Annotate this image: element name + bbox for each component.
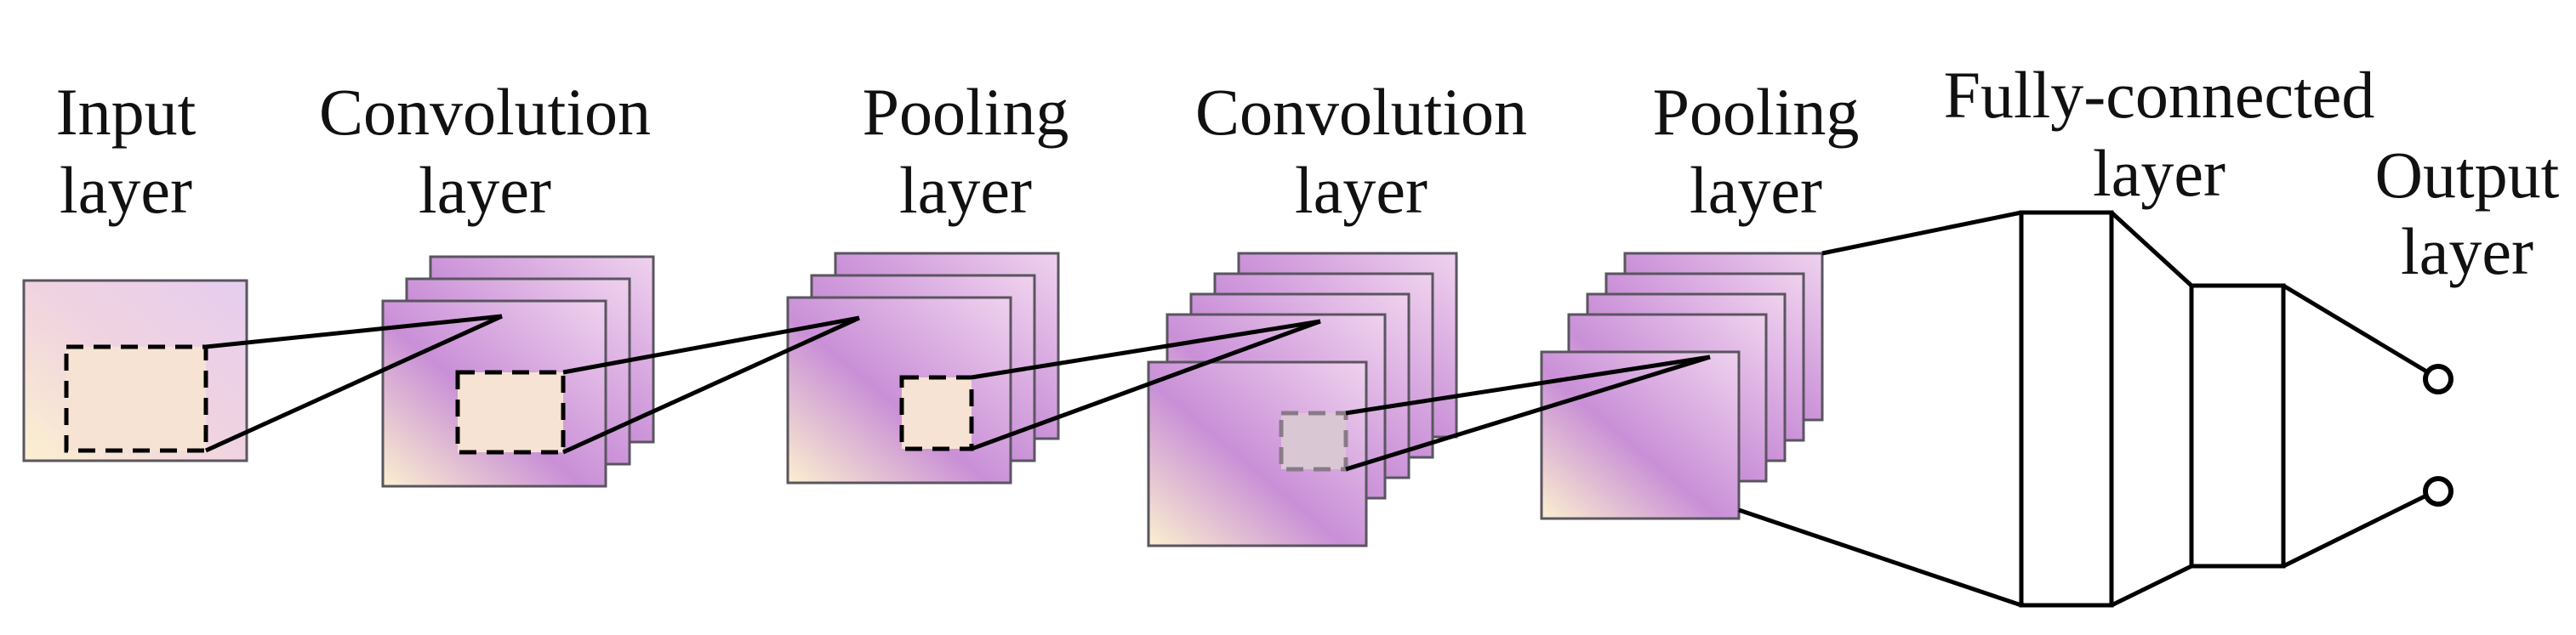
proj-conv1-pool1-bottom bbox=[561, 315, 861, 455]
output-layer bbox=[2282, 283, 2453, 569]
pool1-feature-maps bbox=[786, 252, 1060, 485]
fc-block-1 bbox=[2019, 210, 2114, 608]
output-node-1 bbox=[2423, 364, 2453, 394]
output-node-2 bbox=[2423, 476, 2453, 507]
fc-label-line1: Fully-connected bbox=[1944, 58, 2375, 132]
conv1-feature-maps bbox=[381, 255, 655, 488]
pool1-receptive-window bbox=[899, 375, 974, 451]
proj-pool1-conv2-top bbox=[971, 319, 1321, 380]
pool1-label-line1: Pooling bbox=[863, 75, 1069, 149]
pool2-feature-maps bbox=[1540, 252, 1824, 520]
input-layer-label: Input layer bbox=[56, 75, 197, 227]
pool2-label-line2: layer bbox=[1690, 153, 1822, 227]
output-layer-label: Output layer bbox=[2375, 138, 2560, 288]
conv1-receptive-window bbox=[455, 370, 566, 455]
input-layer bbox=[22, 279, 248, 462]
input-receptive-window bbox=[64, 344, 208, 453]
output-label-line2: layer bbox=[2401, 214, 2533, 288]
pool1-label-line2: layer bbox=[899, 153, 1032, 227]
output-top-line bbox=[2282, 283, 2430, 375]
proj-pool1-conv2-bottom bbox=[971, 319, 1321, 451]
proj-conv1-pool1-top bbox=[562, 315, 860, 375]
fc-in-top-line bbox=[1821, 210, 2022, 256]
pool2-label-line1: Pooling bbox=[1653, 75, 1860, 149]
conv1-label-line2: layer bbox=[419, 153, 551, 227]
pool1-layer-label: Pooling layer bbox=[863, 75, 1069, 227]
fc-link-top-line bbox=[2110, 211, 2193, 287]
proj-conv2-pool2-bottom bbox=[1345, 354, 1711, 472]
fc-in-bottom-line bbox=[1738, 507, 2022, 608]
fc-link-bottom-line bbox=[2110, 564, 2193, 608]
conv2-layer-label: Convolution layer bbox=[1195, 75, 1527, 227]
proj-conv2-pool2-top bbox=[1345, 354, 1711, 416]
output-bottom-line bbox=[2282, 492, 2430, 569]
pool2-layer-label: Pooling layer bbox=[1653, 75, 1860, 227]
input-label-line2: layer bbox=[60, 153, 192, 227]
conv2-feature-maps bbox=[1147, 252, 1458, 547]
proj-input-conv1-top bbox=[205, 314, 503, 349]
output-label-line1: Output bbox=[2375, 138, 2560, 212]
fc-layer-label: Fully-connected layer bbox=[1944, 58, 2375, 210]
conv2-label-line1: Convolution bbox=[1195, 75, 1527, 149]
conv1-label-line1: Convolution bbox=[319, 75, 651, 149]
conv1-layer-label: Convolution layer bbox=[319, 75, 651, 227]
fc-label-line2: layer bbox=[2093, 136, 2226, 210]
conv2-label-line2: layer bbox=[1295, 153, 1428, 227]
projection-lines bbox=[204, 314, 1711, 472]
conv2-receptive-window bbox=[1279, 411, 1348, 472]
fully-connected-layer bbox=[1738, 210, 2286, 608]
fc-block-2 bbox=[2189, 283, 2286, 569]
input-label-line1: Input bbox=[56, 75, 197, 149]
proj-input-conv1-bottom bbox=[204, 314, 504, 453]
